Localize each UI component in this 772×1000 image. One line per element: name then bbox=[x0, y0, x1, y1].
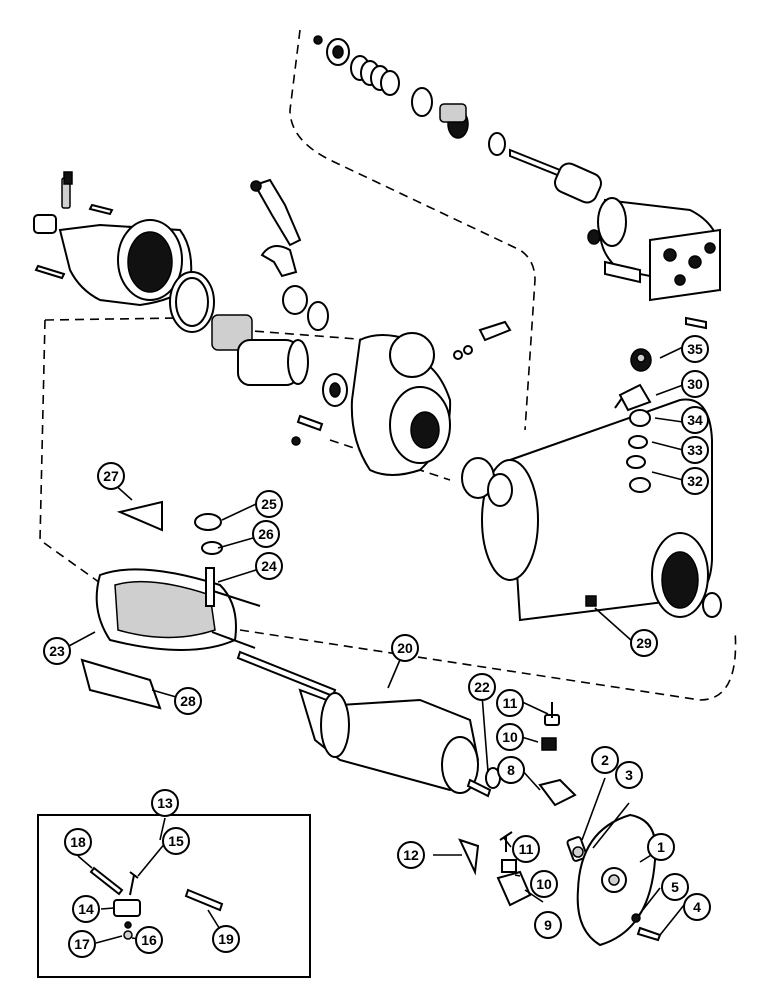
callout-14-label: 14 bbox=[78, 901, 94, 917]
inset-parts bbox=[89, 866, 224, 940]
callout-5-label: 5 bbox=[671, 879, 679, 895]
callout-20: 20 bbox=[391, 634, 419, 662]
callout-8-label: 8 bbox=[507, 762, 515, 778]
callout-26-label: 26 bbox=[258, 526, 274, 542]
callout-3-label: 3 bbox=[625, 767, 633, 783]
callout-9-label: 9 bbox=[544, 917, 552, 933]
callout-11-lower: 11 bbox=[512, 835, 540, 863]
callout-12-label: 12 bbox=[403, 847, 419, 863]
callout-35: 35 bbox=[681, 335, 709, 363]
callout-28-label: 28 bbox=[180, 693, 196, 709]
drive-pinion bbox=[211, 285, 329, 386]
callout-35-label: 35 bbox=[687, 341, 703, 357]
callout-18-label: 18 bbox=[70, 834, 86, 850]
field-frame-housing bbox=[461, 398, 722, 622]
callout-11-upper: 11 bbox=[496, 689, 524, 717]
armature bbox=[236, 650, 492, 798]
drive-end-housing bbox=[33, 171, 215, 333]
callout-24-label: 24 bbox=[261, 558, 277, 574]
callout-23-label: 23 bbox=[49, 643, 65, 659]
solenoid-group-dashed-boundary bbox=[289, 29, 536, 431]
callout-14: 14 bbox=[72, 895, 100, 923]
callout-22-label: 22 bbox=[474, 679, 490, 695]
callout-12: 12 bbox=[397, 841, 425, 869]
callout-11-upper-label: 11 bbox=[503, 695, 518, 711]
callout-20-label: 20 bbox=[397, 640, 413, 656]
callout-5: 5 bbox=[661, 873, 689, 901]
callout-2-label: 2 bbox=[601, 752, 609, 768]
callout-10-upper-label: 10 bbox=[502, 729, 518, 745]
solenoid-plunger-parts bbox=[313, 35, 602, 245]
inset-detail-box bbox=[37, 814, 311, 978]
callout-30: 30 bbox=[681, 370, 709, 398]
callout-13: 13 bbox=[151, 789, 179, 817]
callout-25-label: 25 bbox=[261, 496, 277, 512]
callout-25: 25 bbox=[255, 490, 283, 518]
field-coils bbox=[95, 568, 261, 651]
callout-19-label: 19 bbox=[218, 931, 234, 947]
callout-9: 9 bbox=[534, 911, 562, 939]
callout-15-label: 15 bbox=[168, 833, 184, 849]
callout-10-lower-label: 10 bbox=[536, 876, 552, 892]
callout-33-label: 33 bbox=[687, 442, 703, 458]
callout-34-label: 34 bbox=[687, 412, 703, 428]
callout-27: 27 bbox=[97, 462, 125, 490]
callout-18: 18 bbox=[64, 828, 92, 856]
callout-2: 2 bbox=[591, 746, 619, 774]
callout-8: 8 bbox=[497, 756, 525, 784]
callout-34: 34 bbox=[681, 406, 709, 434]
callout-28: 28 bbox=[174, 687, 202, 715]
brush-holders bbox=[458, 702, 588, 907]
callout-17-label: 17 bbox=[74, 936, 90, 952]
main-assembly-dashed-boundary bbox=[39, 317, 737, 701]
shift-lever bbox=[250, 178, 302, 278]
callout-24: 24 bbox=[255, 552, 283, 580]
callout-16-label: 16 bbox=[141, 932, 157, 948]
callout-11-lower-label: 11 bbox=[519, 841, 534, 857]
pole-shoe bbox=[80, 658, 162, 710]
callout-26: 26 bbox=[252, 520, 280, 548]
callout-29: 29 bbox=[630, 629, 658, 657]
callout-17: 17 bbox=[68, 930, 96, 958]
callout-4: 4 bbox=[683, 893, 711, 921]
commutator-end-plate bbox=[576, 813, 662, 947]
callout-4-label: 4 bbox=[693, 899, 701, 915]
callout-3: 3 bbox=[615, 761, 643, 789]
callout-16: 16 bbox=[135, 926, 163, 954]
callout-22: 22 bbox=[468, 673, 496, 701]
center-bearing-housing bbox=[291, 320, 512, 476]
callout-33: 33 bbox=[681, 436, 709, 464]
callout-23: 23 bbox=[43, 637, 71, 665]
solenoid-switch bbox=[597, 197, 721, 302]
field-coil-hardware bbox=[116, 500, 223, 607]
callout-1-label: 1 bbox=[657, 839, 665, 855]
callout-19: 19 bbox=[212, 925, 240, 953]
callout-13-label: 13 bbox=[157, 795, 173, 811]
callout-32-label: 32 bbox=[687, 473, 703, 489]
callout-10-lower: 10 bbox=[530, 870, 558, 898]
terminal-hardware-stack bbox=[614, 316, 707, 493]
callout-30-label: 30 bbox=[687, 376, 703, 392]
callout-15: 15 bbox=[162, 827, 190, 855]
callout-1: 1 bbox=[647, 833, 675, 861]
callout-10-upper: 10 bbox=[496, 723, 524, 751]
callout-29-label: 29 bbox=[636, 635, 652, 651]
callout-32: 32 bbox=[681, 467, 709, 495]
callout-27-label: 27 bbox=[103, 468, 119, 484]
